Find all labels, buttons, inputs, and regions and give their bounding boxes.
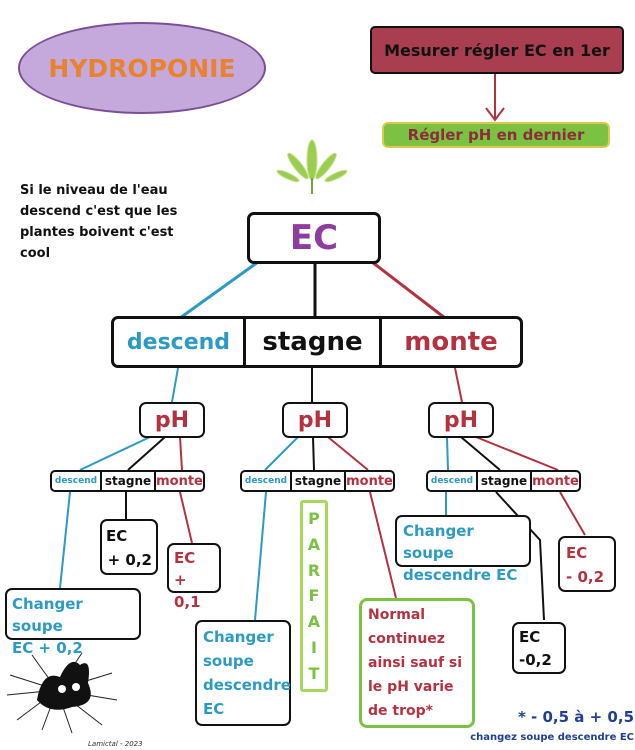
ph-box-right: pH: [428, 402, 494, 438]
title-oval: HYDROPONIE: [18, 22, 266, 114]
sub-bar-left: descend stagne monte: [50, 470, 205, 492]
level1-monte: monte: [404, 327, 498, 357]
parfait-box: P A R F A I T: [300, 500, 328, 692]
measure-ec-text: Mesurer régler EC en 1er: [384, 40, 610, 60]
root-ec-box: EC: [247, 212, 381, 264]
footnote-range: * - 0,5 à + 0,5: [517, 708, 634, 726]
level1-stagne: stagne: [246, 319, 382, 365]
cannabis-leaf-icon: [276, 139, 348, 194]
leaf-change-descend-right: Changer soupe descendre EC: [395, 515, 531, 584]
title-text: HYDROPONIE: [48, 53, 236, 83]
leaf-ec-plus-02: EC + 0,2: [100, 519, 158, 575]
ph-box-left: pH: [139, 402, 205, 438]
leaf-ec-minus-02-red: EC - 0,2: [558, 536, 616, 592]
note-text: Si le niveau de l'eau descend c'est que …: [20, 183, 178, 261]
leaf-normal: Normal continuez ainsi sauf si le pH var…: [359, 598, 475, 728]
footnote-text: changez soupe descendre EC: [470, 732, 634, 743]
level1-bar: descend stagne monte: [111, 316, 523, 368]
signature: Lamictal - 2023: [88, 740, 143, 748]
level1-descend: descend: [114, 319, 246, 365]
sub-bar-mid: descend stagne monte: [240, 470, 395, 492]
leaf-change-ec-plus: Changer soupe EC + 0,2: [5, 588, 141, 657]
ph-last-text: Régler pH en dernier: [407, 126, 585, 144]
leaf-ec-minus-02: EC -0,2: [512, 622, 566, 674]
root-ec-label: EC: [289, 218, 339, 258]
spiky-creature-icon: [6, 652, 118, 734]
measure-ec-box: Mesurer régler EC en 1er: [370, 26, 624, 74]
leaf-ec-plus-01: EC + 0,1: [167, 543, 221, 611]
ph-last-box: Régler pH en dernier: [382, 122, 610, 148]
ph-box-mid: pH: [282, 402, 348, 438]
leaf-change-descend-mid: Changer soupe descendre EC: [195, 620, 291, 726]
sub-bar-right: descend stagne monte: [426, 470, 581, 492]
